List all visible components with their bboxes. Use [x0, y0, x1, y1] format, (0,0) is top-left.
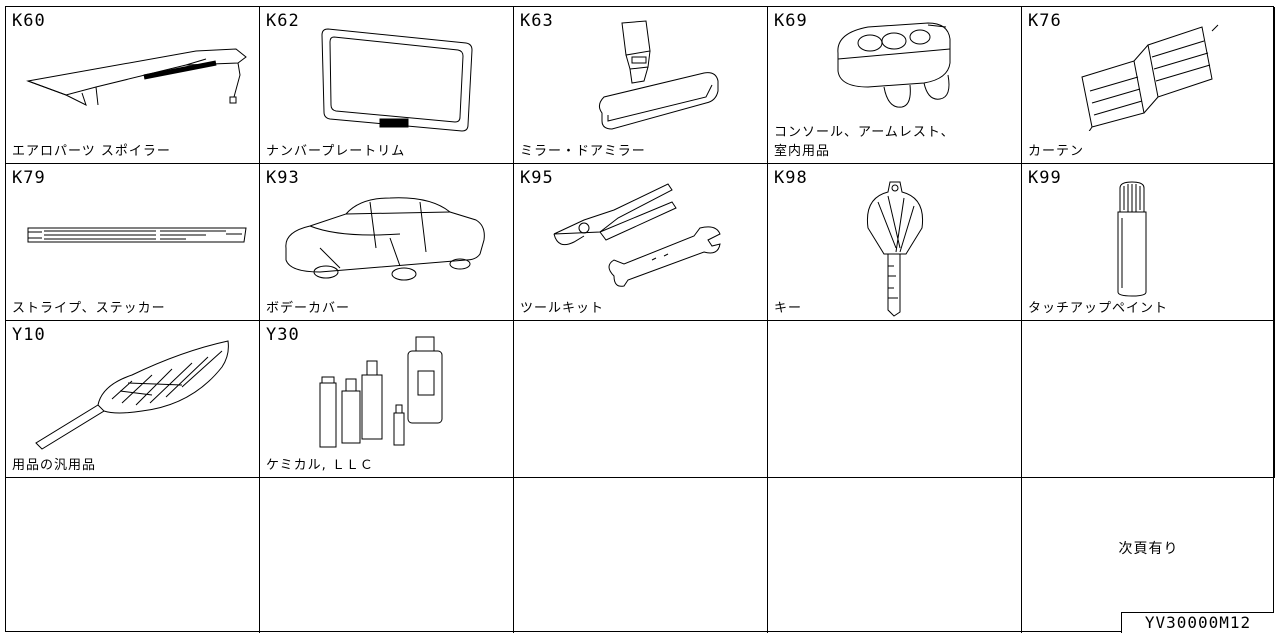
category-cell-k79[interactable]: K79 ストライプ、ステッカー — [6, 164, 260, 321]
category-code: K60 — [12, 11, 46, 31]
toolkit-icon — [544, 180, 734, 290]
category-caption: ケミカル, ＬＬＣ — [266, 458, 374, 473]
category-caption: ツールキット — [520, 301, 605, 316]
console-icon — [828, 13, 968, 113]
empty-cell — [1022, 321, 1275, 478]
category-cell-y10[interactable]: Y10 用品の汎用品 — [6, 321, 260, 478]
category-cell-k76[interactable]: K76 カーテン — [1022, 7, 1275, 164]
category-caption: 用品の汎用品 — [12, 458, 97, 473]
category-caption: コンソール、アームレスト、 室内用品 — [774, 125, 955, 159]
category-cell-k63[interactable]: K63 ミラー・ドアミラー — [514, 7, 768, 164]
category-code: K95 — [520, 168, 554, 188]
category-caption: ストライプ、ステッカー — [12, 301, 166, 316]
category-cell-k69[interactable]: K69 コンソール、アームレスト、 室内用品 — [768, 7, 1022, 164]
category-cell-y30[interactable]: Y30 ケミカル, ＬＬＣ — [260, 321, 514, 478]
category-cell-k62[interactable]: K62 ナンバープレートリム — [260, 7, 514, 164]
plate-rim-icon — [320, 25, 480, 135]
mirror-icon — [594, 17, 724, 137]
next-page-note: 次頁有り — [1118, 541, 1179, 557]
category-caption: ボデーカバー — [266, 301, 351, 316]
empty-cell — [514, 321, 768, 478]
category-code: K98 — [774, 168, 808, 188]
category-cell-k60[interactable]: K60 エアロパーツ スポイラー — [6, 7, 260, 164]
category-caption: キー — [774, 301, 803, 316]
chemical-bottles-icon — [312, 331, 452, 451]
category-caption: カーテン — [1028, 144, 1085, 159]
category-code: Y10 — [12, 325, 46, 345]
touchup-paint-icon — [1114, 178, 1154, 298]
category-code: K63 — [520, 11, 554, 31]
category-cell-k99[interactable]: K99 タッチアップペイント — [1022, 164, 1275, 321]
category-caption: タッチアップペイント — [1028, 301, 1169, 316]
category-cell-k93[interactable]: K93 ボデーカバー — [260, 164, 514, 321]
curtain-icon — [1072, 21, 1222, 131]
category-code: Y30 — [266, 325, 300, 345]
category-code: K99 — [1028, 168, 1062, 188]
empty-cell — [768, 478, 1022, 633]
category-caption: エアロパーツ スポイラー — [12, 144, 171, 159]
duster-icon — [32, 335, 232, 455]
next-page-cell[interactable]: 次頁有り — [1022, 478, 1275, 633]
category-cell-k98[interactable]: K98 キー — [768, 164, 1022, 321]
stripe-icon — [26, 224, 251, 248]
reference-code: YV30000M12 — [1121, 612, 1274, 633]
empty-cell — [768, 321, 1022, 478]
category-code: K76 — [1028, 11, 1062, 31]
category-code: K79 — [12, 168, 46, 188]
category-caption: ナンバープレートリム — [266, 144, 406, 159]
spoiler-icon — [26, 45, 256, 115]
key-icon — [860, 178, 930, 318]
category-code: K69 — [774, 11, 808, 31]
body-cover-icon — [280, 188, 490, 288]
category-cell-k95[interactable]: K95 ツールキット — [514, 164, 768, 321]
category-caption: ミラー・ドアミラー — [520, 144, 646, 159]
empty-cell — [6, 478, 260, 633]
parts-catalog-grid: K60 エアロパーツ スポイラー K62 ナンバープレートリム — [5, 6, 1275, 633]
empty-cell — [260, 478, 514, 633]
empty-cell — [514, 478, 768, 633]
category-code: K62 — [266, 11, 300, 31]
category-code: K93 — [266, 168, 300, 188]
